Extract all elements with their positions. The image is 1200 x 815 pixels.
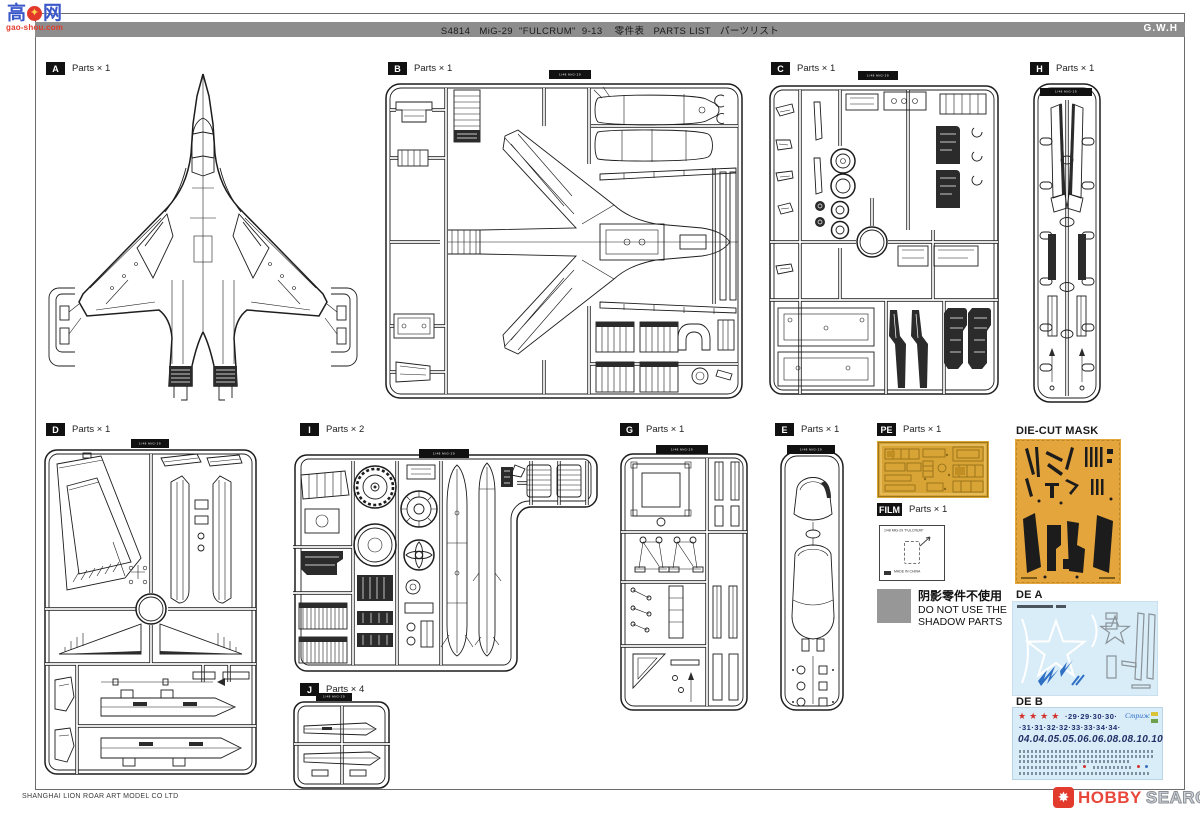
sprue-g-tab: 1/48 MiG-29 xyxy=(656,445,708,454)
sprue-h-tab: 1/48 MiG-29 xyxy=(1040,88,1092,96)
gaoshou-char-left: 高 xyxy=(7,3,27,24)
panel-i-label: I Parts × 2 xyxy=(300,423,364,436)
panel-a-qty: Parts × 1 xyxy=(72,63,111,74)
sprue-d-illustration xyxy=(43,442,258,780)
decal-b-numbers-row2: ·31·31·32·32·33·33·34·34· xyxy=(1019,723,1121,732)
decal-a-sheet-illustration xyxy=(1012,601,1158,696)
sprue-j-tab: 1/48 MiG-29 xyxy=(316,693,352,701)
hobbysearch-watermark: ✸ HOBBY SEARCH xyxy=(1053,787,1200,808)
decal-b-stencil-row xyxy=(1019,750,1155,753)
decal-b-numbers-row1: ·29·29·30·30· xyxy=(1065,712,1118,721)
film-made-in: MADE IN CHINA xyxy=(894,570,921,574)
sprue-e-tab: 1/48 MiG-29 xyxy=(787,445,835,454)
gaoshou-watermark: 高 ✦ 网 gao-shou.com xyxy=(6,4,63,32)
panel-j-letter: J xyxy=(300,683,319,696)
panel-pe-label: PE Parts × 1 xyxy=(877,423,941,436)
sprue-i-tab: 1/48 MiG-29 xyxy=(419,449,469,458)
panel-pe-qty: Parts × 1 xyxy=(903,424,942,435)
gaoshou-gear-icon: ✦ xyxy=(27,6,43,21)
decal-b-dot xyxy=(1083,765,1086,768)
panel-h-label: H Parts × 1 xyxy=(1030,62,1094,75)
decal-b-stencil-row xyxy=(1019,760,1129,763)
mask-sheet-illustration xyxy=(1015,439,1121,584)
panel-film-label: FILM Parts × 1 xyxy=(877,503,947,516)
sprue-b-tab: 1/48 MiG-29 xyxy=(549,70,591,79)
film-arrow-icon xyxy=(919,536,931,547)
sprue-c-tab: 1/48 MiG-29 xyxy=(858,71,898,80)
sprue-i-illustration xyxy=(291,453,601,675)
sprue-h-illustration xyxy=(1032,82,1102,404)
panel-c-label: C Parts × 1 xyxy=(771,62,835,75)
page-border xyxy=(35,13,1185,790)
panel-g-qty: Parts × 1 xyxy=(646,424,685,435)
decal-b-emblem xyxy=(1151,719,1158,723)
shadow-note-cn: 阴影零件不使用 xyxy=(918,589,1003,603)
decal-b-stencil-row xyxy=(1093,766,1133,769)
shadow-swatch xyxy=(877,589,911,623)
film-hud-shape xyxy=(904,541,920,564)
decal-b-emblem xyxy=(1151,712,1158,716)
panel-pe-letter: PE xyxy=(877,423,896,436)
panel-a-letter: A xyxy=(46,62,65,75)
hobbysearch-word1: HOBBY xyxy=(1078,787,1142,807)
panel-b-label: B Parts × 1 xyxy=(388,62,452,75)
sprue-a-illustration xyxy=(42,66,362,411)
decal-b-stencil-row xyxy=(1019,766,1079,769)
sprue-j-illustration xyxy=(292,696,392,792)
decal-b-sheet: ★★★★ ·29·29·30·30· Стриж ·31·31·32·32·33… xyxy=(1012,707,1163,780)
panel-j-qty: Parts × 4 xyxy=(326,684,365,695)
decal-b-dot xyxy=(1137,765,1140,768)
decal-b-numbers-row3: 04.04.05.05.06.06.08.08.10.10 xyxy=(1018,734,1163,745)
decal-b-script: Стриж xyxy=(1125,711,1151,720)
decal-b-dot xyxy=(1145,765,1148,768)
panel-g-letter: G xyxy=(620,423,639,436)
title-bar: S4814 MiG-29 "FULCRUM" 9-13 零件表 PARTS LI… xyxy=(35,22,1185,37)
sprue-c-illustration xyxy=(768,78,1000,402)
panel-c-letter: C xyxy=(771,62,790,75)
film-title: 1/48 MiG-29 "FULCRUM" xyxy=(884,529,924,533)
panel-c-qty: Parts × 1 xyxy=(797,63,836,74)
shadow-note: 阴影零件不使用 DO NOT USE THE SHADOW PARTS xyxy=(918,587,1007,628)
panel-e-label: E Parts × 1 xyxy=(775,423,839,436)
panel-d-label: D Parts × 1 xyxy=(46,423,110,436)
sprue-d-tab: 1/48 MiG-29 xyxy=(131,439,169,448)
panel-d-qty: Parts × 1 xyxy=(72,424,111,435)
decal-b-stencil-row xyxy=(1019,772,1149,775)
panel-d-letter: D xyxy=(46,423,65,436)
film-maker-mark xyxy=(884,571,891,575)
film-box: 1/48 MiG-29 "FULCRUM" MADE IN CHINA xyxy=(879,525,945,581)
panel-i-qty: Parts × 2 xyxy=(326,424,365,435)
panel-e-letter: E xyxy=(775,423,794,436)
panel-h-qty: Parts × 1 xyxy=(1056,63,1095,74)
panel-g-label: G Parts × 1 xyxy=(620,423,684,436)
panel-film-qty: Parts × 1 xyxy=(909,504,948,515)
panel-h-letter: H xyxy=(1030,62,1049,75)
panel-film-letter: FILM xyxy=(877,503,902,516)
pe-fret-illustration xyxy=(877,441,989,498)
sprue-b-illustration xyxy=(384,74,746,402)
page-title: S4814 MiG-29 "FULCRUM" 9-13 零件表 PARTS LI… xyxy=(440,25,780,37)
decal-b-label: DE B xyxy=(1016,696,1044,708)
shadow-note-en2: SHADOW PARTS xyxy=(918,616,1003,628)
shadow-note-en1: DO NOT USE THE xyxy=(918,604,1007,616)
panel-e-qty: Parts × 1 xyxy=(801,424,840,435)
mask-label: DIE-CUT MASK xyxy=(1016,425,1099,437)
hobbysearch-icon: ✸ xyxy=(1053,787,1074,808)
decal-b-stencil-row xyxy=(1019,755,1155,758)
decal-a-label: DE A xyxy=(1016,589,1043,601)
hobbysearch-word2: SEARCH xyxy=(1145,787,1200,807)
sprue-e-illustration xyxy=(779,448,847,716)
panel-b-qty: Parts × 1 xyxy=(414,63,453,74)
decal-b-stars: ★★★★ xyxy=(1018,711,1063,721)
panel-i-letter: I xyxy=(300,423,319,436)
gaoshou-domain: gao-shou.com xyxy=(6,23,64,32)
panel-a-label: A Parts × 1 xyxy=(46,62,110,75)
panel-j-label: J Parts × 4 xyxy=(300,683,364,696)
gaoshou-char-right: 网 xyxy=(43,3,63,24)
company-name: SHANGHAI LION ROAR ART MODEL CO LTD xyxy=(22,793,179,800)
sprue-g-illustration xyxy=(619,448,749,716)
gwh-logo: G.W.H xyxy=(1143,23,1178,34)
panel-b-letter: B xyxy=(388,62,407,75)
